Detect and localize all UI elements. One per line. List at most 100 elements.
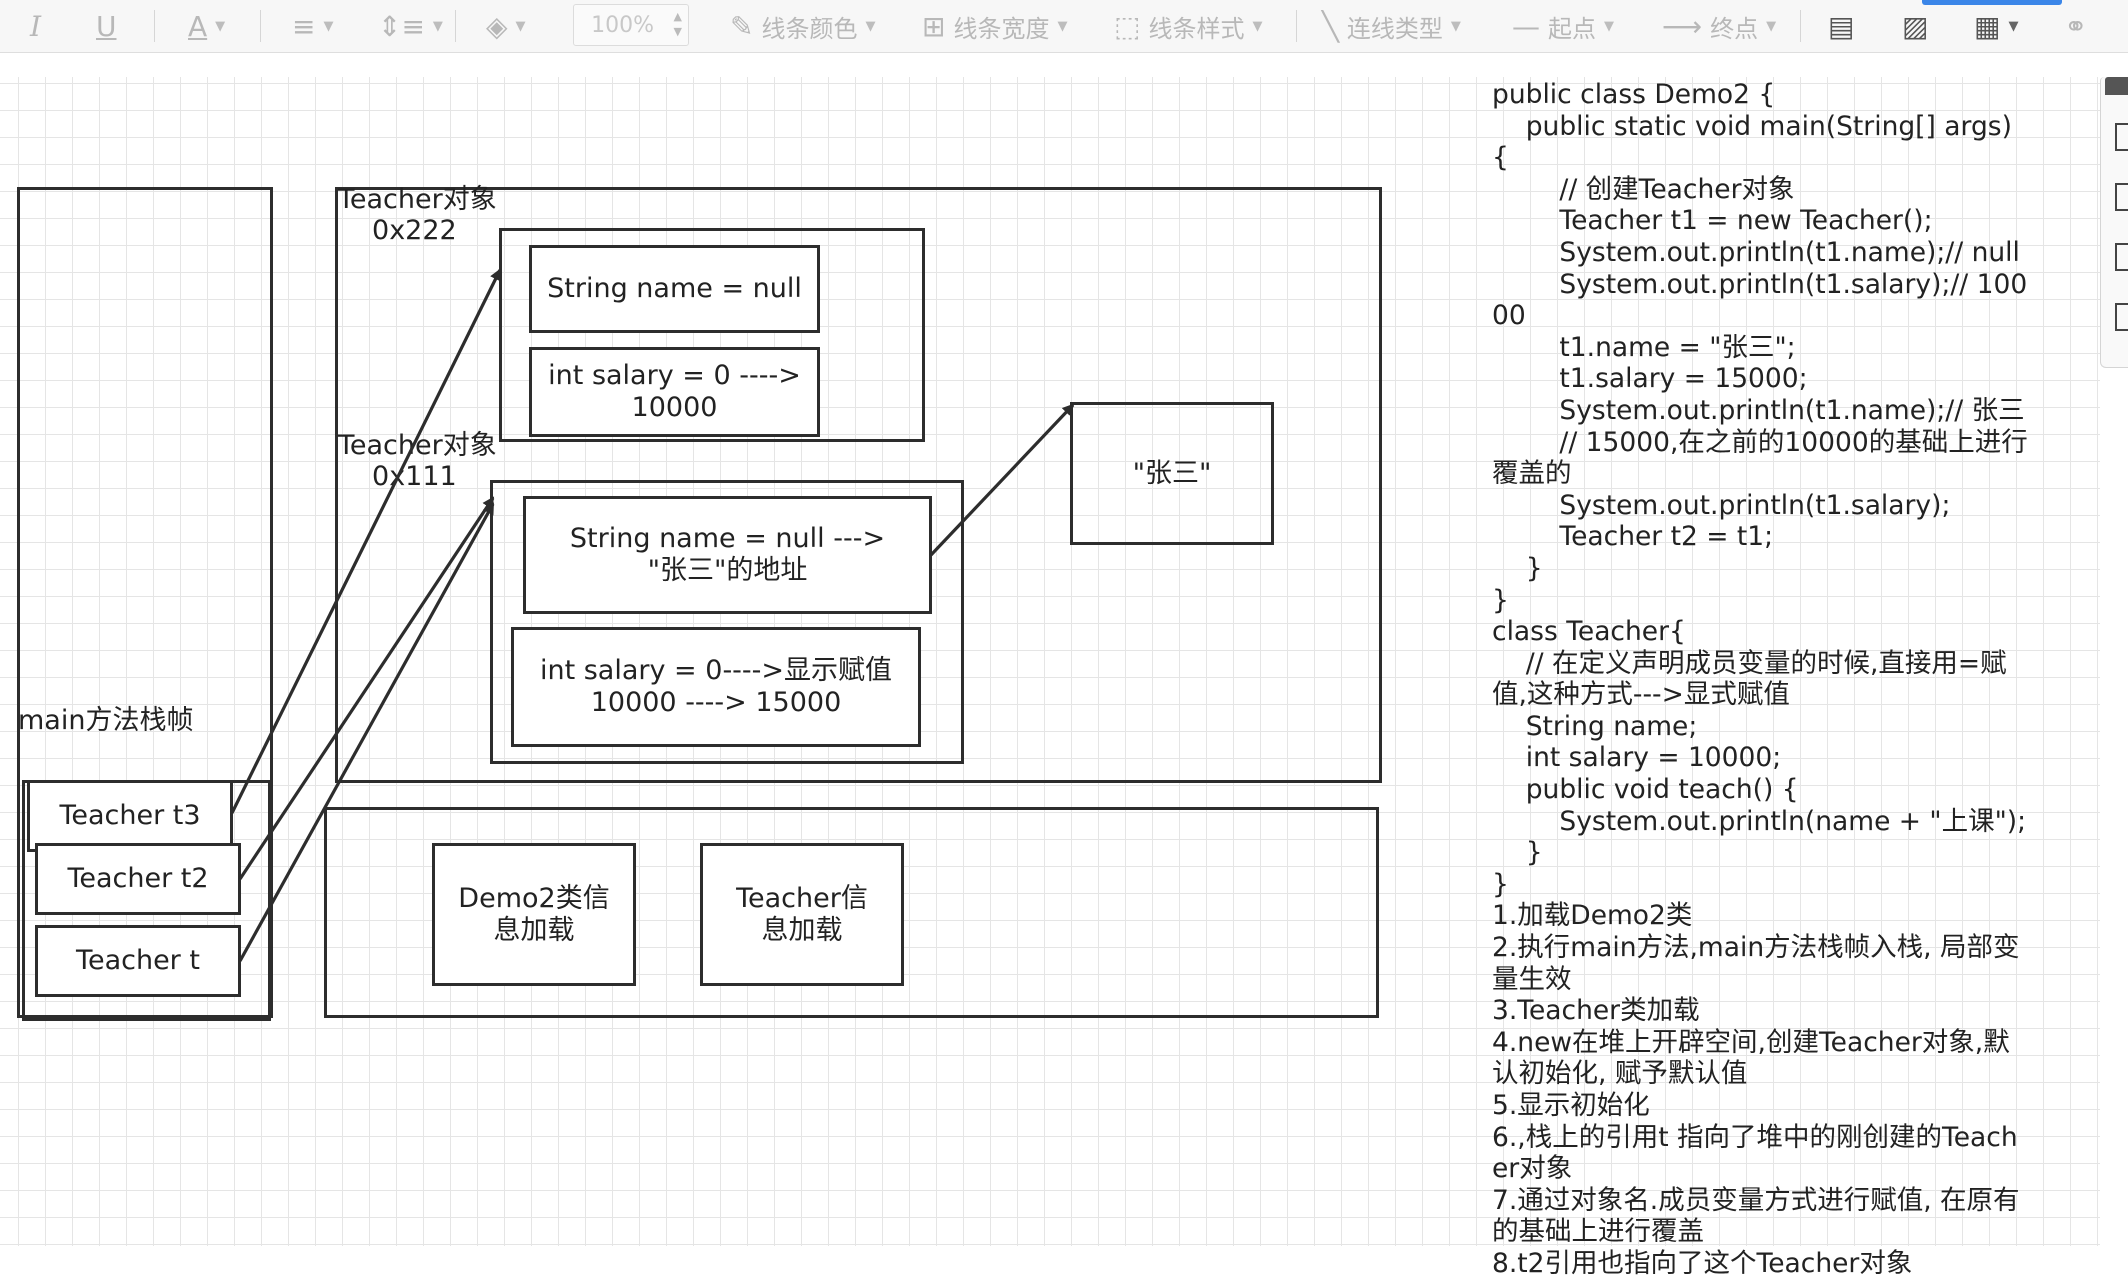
code-line: int salary = 10000; (1492, 742, 1782, 774)
demo2-class-box[interactable]: Demo2类信息加载 (432, 843, 636, 986)
toolbar-divider (455, 10, 456, 42)
object1-salary-field[interactable]: int salary = 0 ----> 10000 (529, 347, 820, 437)
chevron-down-icon: ▼ (323, 18, 334, 34)
end-point-button[interactable]: ⟶ 终点 ▼ (1662, 0, 1776, 52)
line-color-label: 线条颜色 (761, 14, 858, 43)
code-line: Teacher t1 = new Teacher(); (1492, 205, 1933, 237)
start-point-button[interactable]: — 起点 ▼ (1512, 0, 1614, 52)
layout-icon: ▤ (1828, 9, 1855, 43)
code-line: public static void main(String[] args) { (1492, 110, 2021, 174)
format-toolbar: I U A ▼ ≡ ▼ ⇕≡ ▼ ◈ ▼ 100% ▲▼ ✎ 线条颜色 ▼ ⊞ … (0, 0, 2128, 53)
object1-label-text: Teacher对象 (338, 184, 497, 215)
code-line: Teacher t2 = t1; (1492, 521, 1774, 553)
chevron-down-icon: ▼ (432, 18, 443, 34)
chevron-down-icon: ▼ (1057, 18, 1068, 34)
object1-address: 0x222 (372, 215, 457, 246)
zoom-stepper-icon[interactable]: ▲▼ (673, 10, 682, 38)
italic-icon: I (30, 9, 42, 43)
code-line: public class Demo2 { (1492, 79, 1776, 110)
toolbar-divider (154, 10, 155, 42)
connector-type-button[interactable]: ╲ 连线类型 ▼ (1322, 0, 1461, 52)
layout-button[interactable]: ▤ (1828, 0, 1854, 52)
font-color-button[interactable]: A ▼ (188, 0, 225, 52)
chevron-down-icon: ▼ (1252, 18, 1263, 34)
zoom-value: 100% (591, 12, 654, 38)
object1-name-field[interactable]: String name = null (529, 245, 820, 333)
panel-tool-icon[interactable] (2115, 183, 2128, 211)
code-line: // 在定义声明成员变量的时候,直接用=赋值,这种方式--->显式赋值 (1492, 647, 2007, 711)
panel-tool-icon[interactable] (2115, 303, 2128, 331)
zoom-input[interactable]: 100% ▲▼ (573, 4, 689, 46)
chevron-down-icon: ▼ (515, 18, 526, 34)
chevron-down-icon: ▼ (2008, 18, 2019, 34)
code-line: // 创建Teacher对象 (1492, 173, 1795, 205)
start-point-label: 起点 (1548, 14, 1596, 43)
fill-color-button[interactable]: ◈ ▼ (486, 0, 526, 52)
insert-image-button[interactable]: ▨ (1902, 0, 1928, 52)
connector-type-label: 连线类型 (1346, 14, 1443, 43)
panel-tool-icon[interactable] (2115, 243, 2128, 271)
code-line: System.out.println(t1.salary);// 10000 (1492, 268, 2028, 332)
code-line: 1.加载Demo2类 (1492, 900, 1693, 932)
code-line: t1.salary = 15000; (1492, 363, 1808, 395)
stack-var-t3[interactable]: Teacher t3 (27, 780, 233, 852)
code-line: System.out.println(t1.name);// 张三 (1492, 394, 2025, 426)
line-width-icon: ⊞ (922, 9, 946, 43)
object2-address: 0x111 (372, 461, 457, 492)
line-spacing-icon: ⇕≡ (378, 9, 425, 43)
italic-button[interactable]: I (30, 0, 41, 52)
teacher-class-box[interactable]: Teacher信息加载 (700, 843, 904, 986)
code-line: } (1492, 584, 1509, 616)
line-spacing-button[interactable]: ⇕≡ ▼ (378, 0, 443, 52)
drawing-canvas[interactable]: main方法栈帧 Teacher t3 Teacher t2 Teacher t… (0, 77, 2100, 1279)
text-align-button[interactable]: ≡ ▼ (292, 0, 333, 52)
string-constant-box[interactable]: "张三" (1070, 402, 1274, 545)
document-button[interactable]: ▦ ▼ (1974, 0, 2018, 52)
line-color-button[interactable]: ✎ 线条颜色 ▼ (730, 0, 875, 52)
end-point-label: 终点 (1710, 14, 1759, 43)
dashed-square-icon: ⬚ (1114, 9, 1141, 43)
code-line: } (1492, 837, 1543, 869)
panel-tool-icon[interactable] (2115, 123, 2128, 151)
line-width-button[interactable]: ⊞ 线条宽度 ▼ (922, 0, 1067, 52)
chevron-down-icon: ▼ (1450, 18, 1461, 34)
toolbar-divider (260, 10, 261, 42)
code-line: } (1492, 552, 1543, 584)
active-tab-indicator (1922, 0, 2062, 5)
code-notes-text[interactable]: public class Demo2 { public static void … (1492, 79, 2032, 1280)
font-color-icon: A (188, 9, 208, 43)
code-line: // 15000,在之前的10000的基础上进行覆盖的 (1492, 426, 2028, 490)
underline-icon: U (96, 9, 117, 43)
panel-header-bar (2105, 77, 2128, 95)
code-line: public void teach() { (1492, 774, 1799, 806)
object2-label-text: Teacher对象 (338, 430, 497, 461)
chevron-down-icon: ▼ (1604, 18, 1614, 34)
code-line: System.out.println(t1.name);// null (1492, 236, 2020, 268)
object2-name-field[interactable]: String name = null ---> "张三"的地址 (523, 496, 932, 614)
code-line: 2.执行main方法,main方法栈帧入栈, 局部变量生效 (1492, 932, 2020, 995)
side-panel-edge[interactable] (2100, 77, 2128, 368)
fill-color-icon: ◈ (486, 9, 508, 43)
image-icon: ▨ (1902, 9, 1929, 43)
code-line: } (1492, 868, 1509, 900)
stack-var-t2[interactable]: Teacher t2 (35, 843, 241, 915)
object2-salary-field[interactable]: int salary = 0---->显示赋值 10000 ----> 1500… (511, 627, 921, 747)
code-line: 4.new在堆上开辟空间,创建Teacher对象,默认初始化, 赋予默认值 (1492, 1026, 2010, 1090)
stack-var-t[interactable]: Teacher t (35, 925, 241, 997)
toolbar-divider (1296, 10, 1297, 42)
code-line: String name; (1492, 710, 1698, 742)
start-line-icon: — (1512, 9, 1540, 43)
line-style-button[interactable]: ⬚ 线条样式 ▼ (1114, 0, 1262, 52)
diagonal-line-icon: ╲ (1322, 9, 1339, 43)
chevron-down-icon: ▼ (215, 18, 226, 34)
code-line: System.out.println(name + "上课"); (1492, 805, 2027, 837)
code-line: t1.name = "张三"; (1492, 331, 1796, 363)
code-line: 6.,栈上的引用t 指向了堆中的刚创建的Teacher对象 (1492, 1121, 2018, 1185)
arrow-right-icon: ⟶ (1662, 9, 1703, 43)
link-icon: ⚭ (2064, 9, 2088, 43)
align-icon: ≡ (292, 9, 316, 43)
stack-frame-label: main方法栈帧 (18, 705, 194, 736)
underline-button[interactable]: U (96, 0, 117, 52)
toolbar-divider (1800, 10, 1801, 42)
link-button[interactable]: ⚭ (2064, 0, 2087, 52)
